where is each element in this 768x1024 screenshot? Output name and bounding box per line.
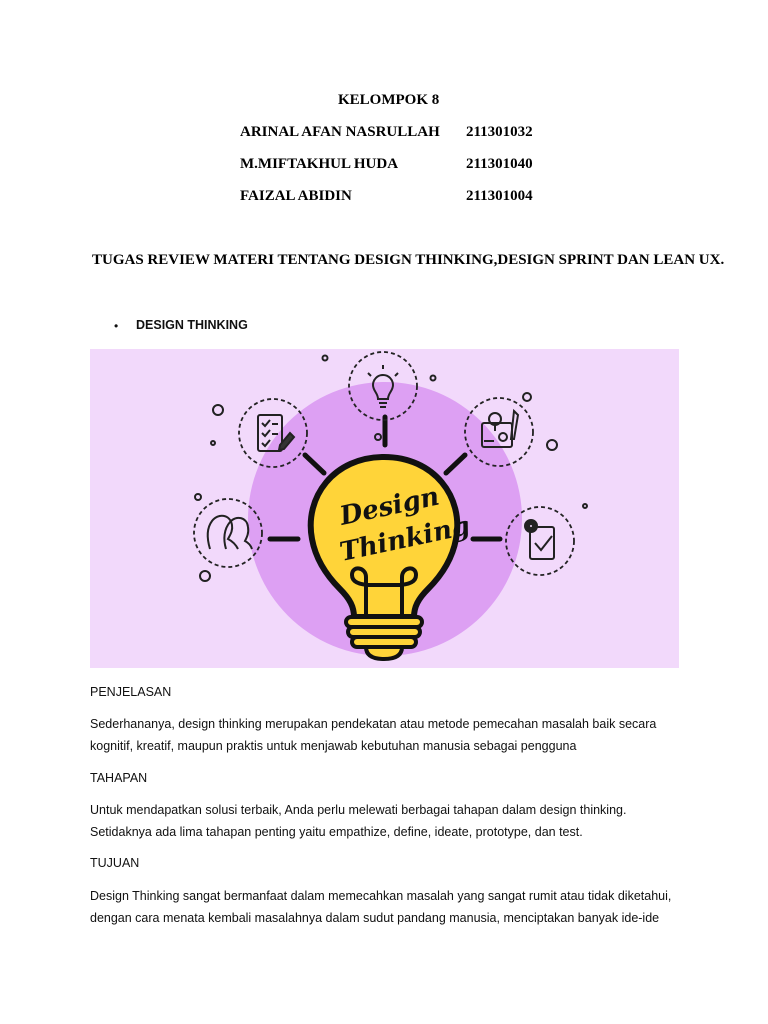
tahapan-paragraph: Untuk mendapatkan solusi terbaik, Anda p… xyxy=(90,799,700,843)
tahapan-heading: TAHAPAN xyxy=(90,771,148,785)
gear-check-icon xyxy=(524,519,555,560)
tools-icon xyxy=(481,408,520,448)
member-name: FAIZAL ABIDIN xyxy=(240,188,352,204)
penjelasan-heading: PENJELASAN xyxy=(90,685,172,699)
tujuan-heading: TUJUAN xyxy=(90,856,140,870)
checklist-icon xyxy=(257,414,296,452)
member-id: 211301040 xyxy=(466,156,533,172)
member-id: 211301032 xyxy=(466,124,533,140)
group-title: KELOMPOK 8 xyxy=(338,92,440,108)
paragraph-line: Setidaknya ada lima tahapan penting yait… xyxy=(90,825,583,839)
paragraph-line: kognitif, kreatif, maupun praktis untuk … xyxy=(90,739,577,753)
paragraph-line: Sederhananya, design thinking merupakan … xyxy=(90,717,657,731)
paragraph-line: Design Thinking sangat bermanfaat dalam … xyxy=(90,889,672,903)
penjelasan-paragraph: Sederhananya, design thinking merupakan … xyxy=(90,713,700,757)
member-id: 211301004 xyxy=(466,188,533,204)
people-icon xyxy=(206,514,253,550)
decor-dots xyxy=(194,354,588,582)
section-title: DESIGN THINKING xyxy=(136,318,248,332)
tujuan-paragraph: Design Thinking sangat bermanfaat dalam … xyxy=(90,885,700,929)
design-thinking-illustration: Design Thinking xyxy=(90,349,679,668)
lightbulb-icon xyxy=(367,365,399,408)
task-title: TUGAS REVIEW MATERI TENTANG DESIGN THINK… xyxy=(92,252,725,268)
bullet-icon: • xyxy=(114,319,119,333)
member-name: M.MIFTAKHUL HUDA xyxy=(240,156,399,172)
member-name: ARINAL AFAN NASRULLAH xyxy=(240,124,440,140)
paragraph-line: Untuk mendapatkan solusi terbaik, Anda p… xyxy=(90,803,627,817)
big-bulb: Design Thinking xyxy=(307,453,473,662)
paragraph-line: dengan cara menata kembali masalahnya da… xyxy=(90,911,660,925)
light-rays xyxy=(267,414,503,542)
